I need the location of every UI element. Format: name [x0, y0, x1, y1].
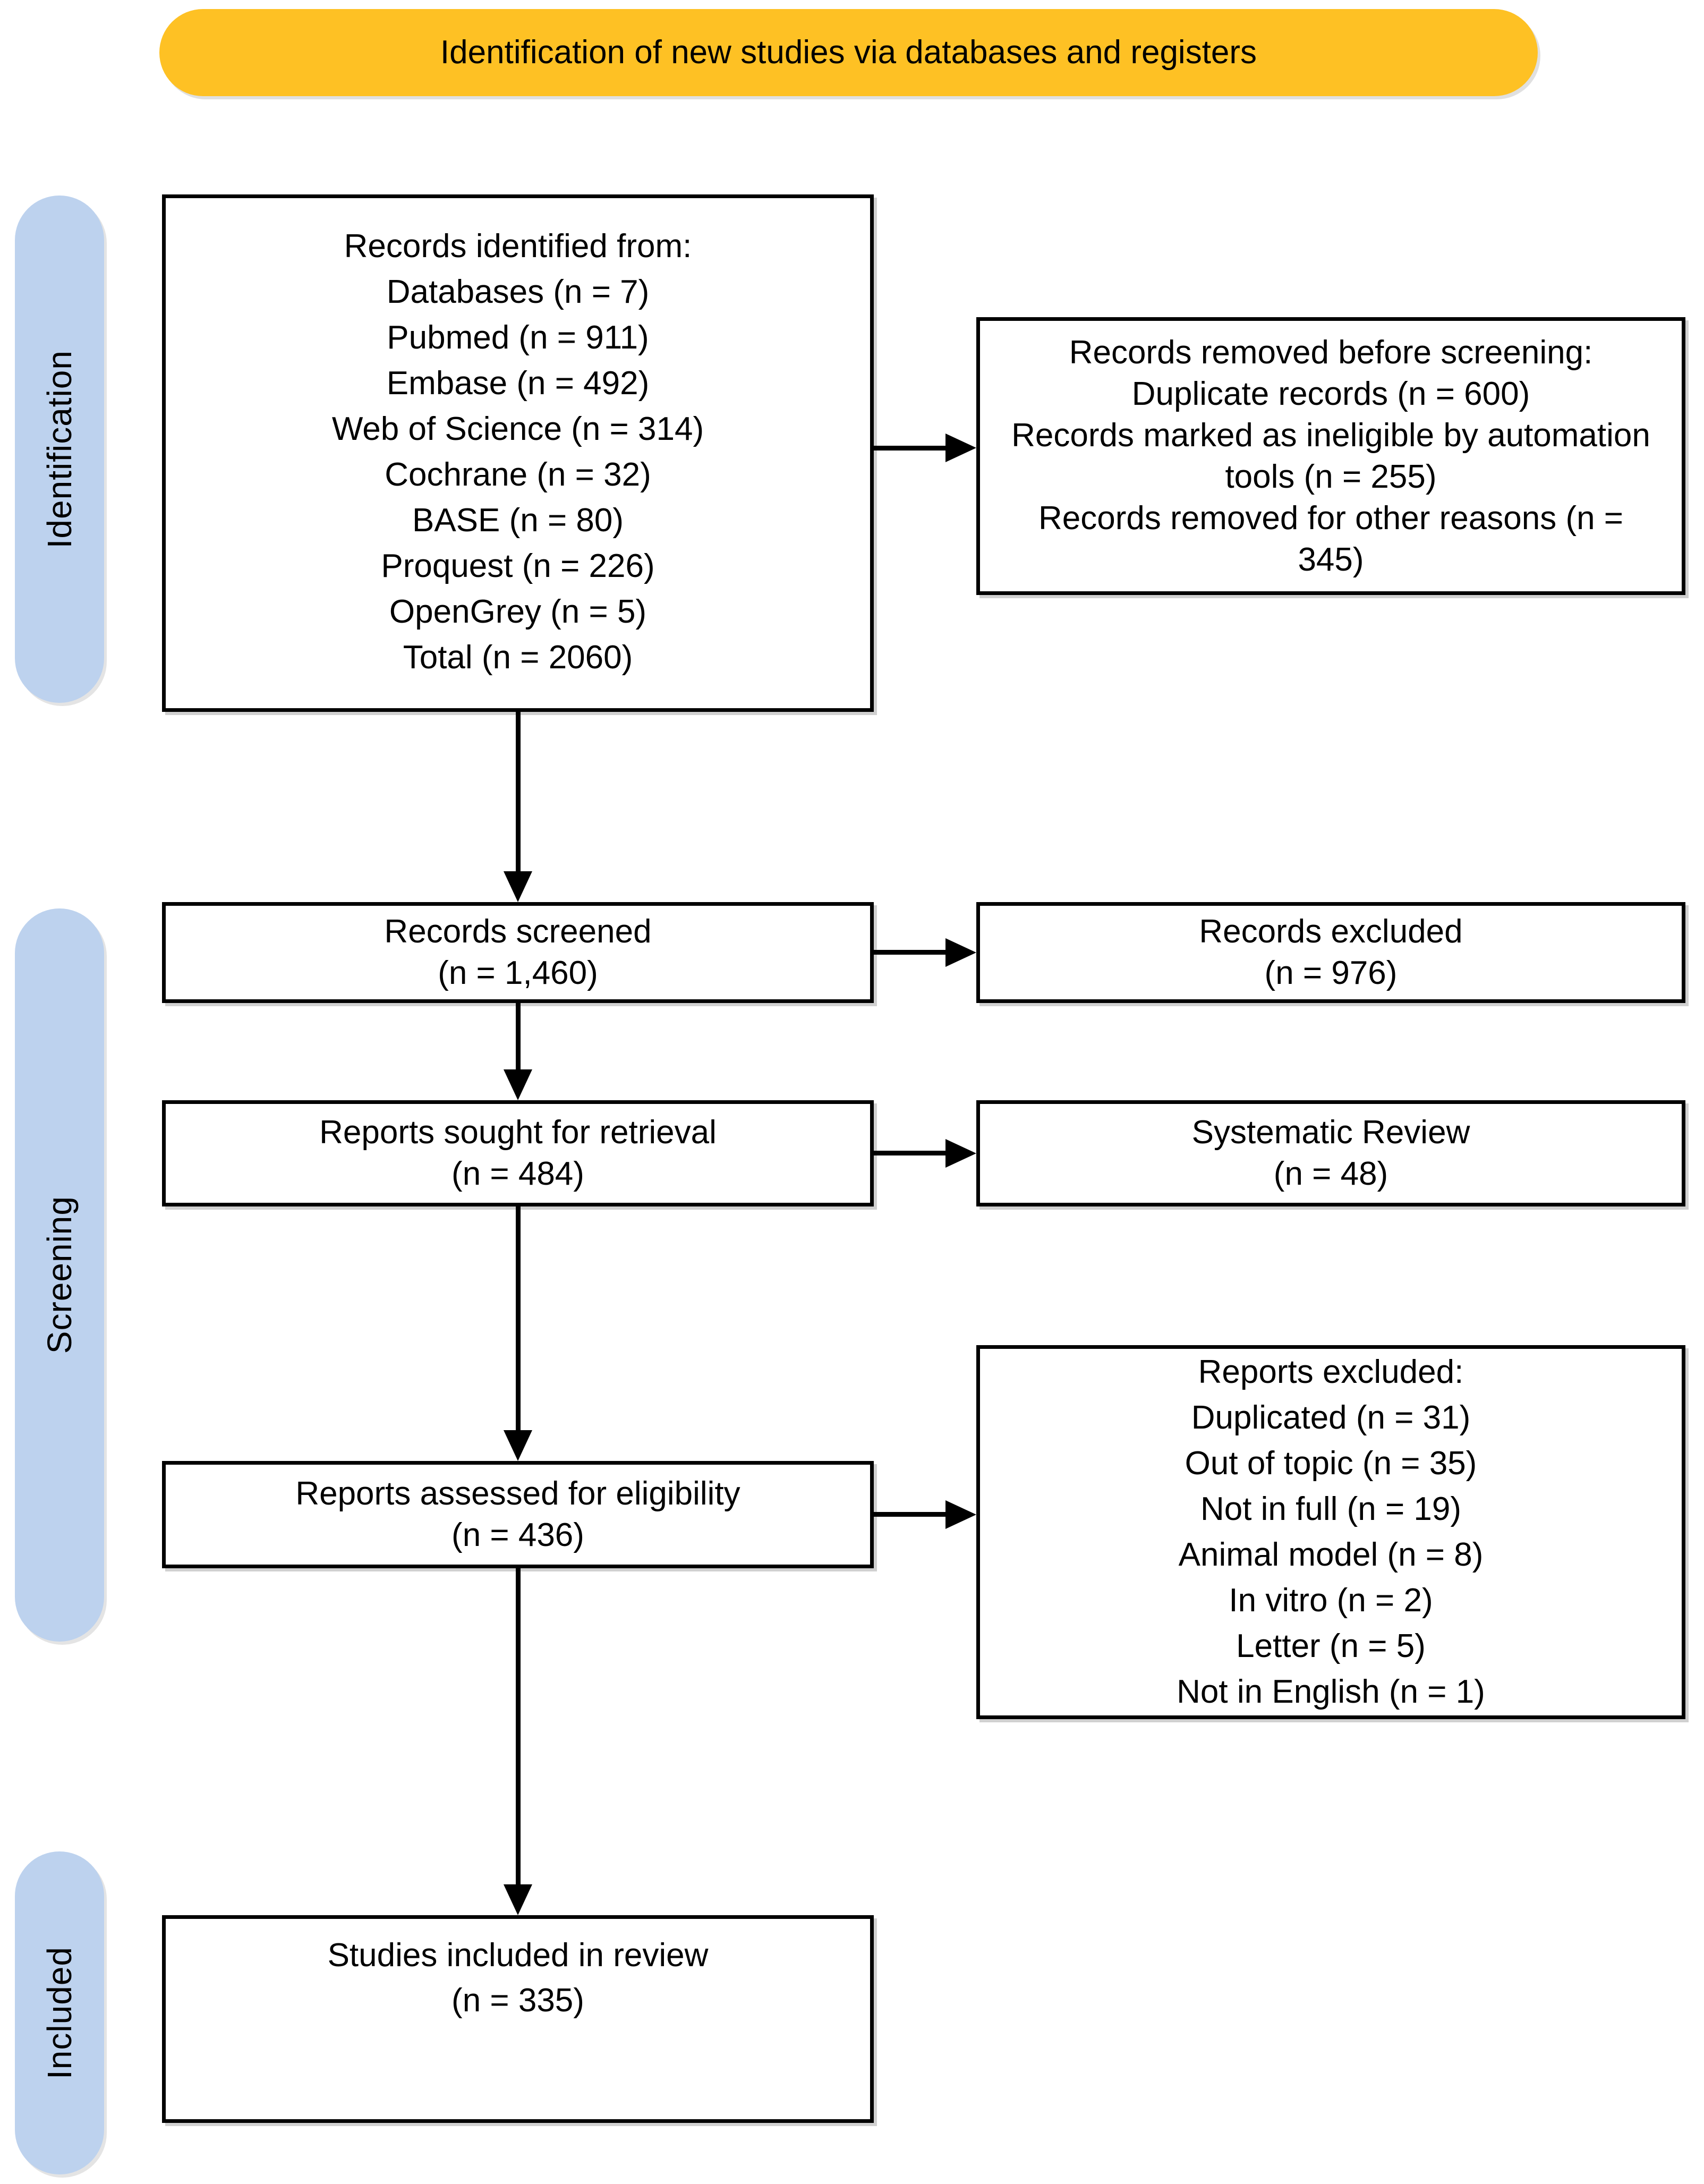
studies-included-text: Studies included in review (n = 335): [327, 1937, 709, 2019]
banner: Identification of new studies via databa…: [159, 9, 1538, 96]
systematic-review-text: Systematic Review (n = 48): [1191, 1114, 1470, 1192]
box-studies-included: Studies included in review (n = 335): [162, 1915, 874, 2123]
arrow-assessed-to-included-head: [504, 1884, 532, 1915]
box-systematic-review: Systematic Review (n = 48): [976, 1100, 1685, 1206]
stage-label-included: Included: [40, 1947, 79, 2079]
box-records-screened: Records screened (n = 1,460): [162, 902, 874, 1003]
arrow-screened-to-sought-shaft: [516, 1003, 521, 1069]
stage-pill-identification: Identification: [15, 196, 104, 703]
arrow-sought-to-systematic-head: [945, 1139, 976, 1168]
arrow-sought-to-assessed-head: [504, 1430, 532, 1461]
box-records-identified: Records identified from: Databases (n = …: [162, 194, 874, 712]
reports-excluded-text: Reports excluded: Duplicated (n = 31) Ou…: [1177, 1354, 1485, 1710]
stage-label-identification: Identification: [40, 350, 79, 549]
box-records-excluded: Records excluded (n = 976): [976, 902, 1685, 1003]
banner-label: Identification of new studies via databa…: [440, 34, 1257, 71]
arrow-sought-to-assessed-shaft: [516, 1206, 521, 1430]
reports-sought-text: Reports sought for retrieval (n = 484): [319, 1114, 717, 1192]
records-identified-text: Records identified from: Databases (n = …: [331, 228, 704, 676]
arrow-assessed-to-reports-excluded-head: [945, 1500, 976, 1529]
box-reports-assessed: Reports assessed for eligibility (n = 43…: [162, 1461, 874, 1568]
arrow-identified-to-removed-head: [945, 434, 976, 462]
box-reports-sought: Reports sought for retrieval (n = 484): [162, 1100, 874, 1206]
arrow-screened-to-excluded-shaft: [874, 950, 945, 955]
arrow-identified-to-screened-head: [504, 871, 532, 902]
arrow-identified-to-removed-shaft: [874, 446, 945, 451]
records-screened-text: Records screened (n = 1,460): [384, 913, 652, 991]
arrow-screened-to-excluded-head: [945, 938, 976, 967]
arrow-assessed-to-included-shaft: [516, 1568, 521, 1884]
records-excluded-text: Records excluded (n = 976): [1199, 913, 1463, 991]
records-removed-text: Records removed before screening: Duplic…: [1011, 334, 1650, 578]
arrow-sought-to-systematic-shaft: [874, 1151, 945, 1155]
arrow-screened-to-sought-head: [504, 1069, 532, 1100]
arrow-assessed-to-reports-excluded-shaft: [874, 1512, 945, 1517]
box-records-removed: Records removed before screening: Duplic…: [976, 317, 1685, 595]
reports-assessed-text: Reports assessed for eligibility (n = 43…: [295, 1475, 740, 1553]
arrow-identified-to-screened-shaft: [516, 712, 521, 872]
stage-label-screening: Screening: [40, 1196, 79, 1354]
stage-pill-screening: Screening: [15, 908, 104, 1642]
stage-pill-included: Included: [15, 1851, 104, 2174]
box-reports-excluded: Reports excluded: Duplicated (n = 31) Ou…: [976, 1345, 1685, 1719]
